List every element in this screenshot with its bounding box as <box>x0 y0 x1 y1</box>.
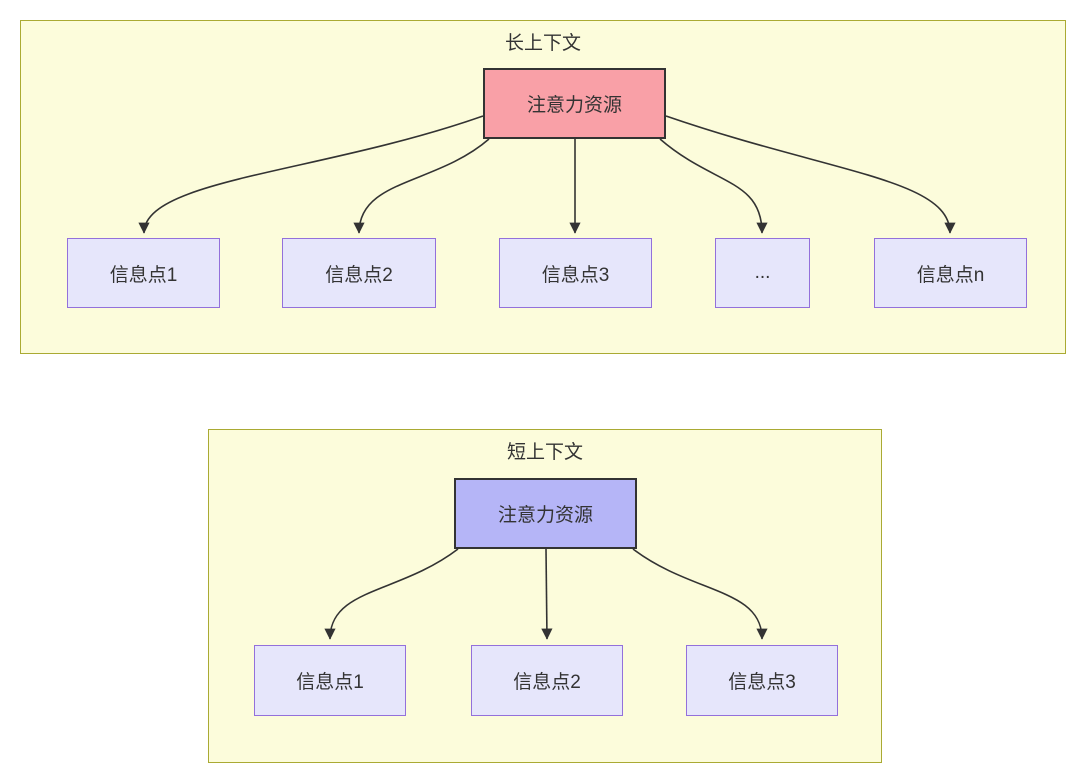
long-info-label-3: 信息点3 <box>541 264 610 286</box>
long-attention-label: 注意力资源 <box>526 95 622 116</box>
long-info-label-ellipsis: ... <box>754 262 771 283</box>
short-info-node-3: 信息点3 <box>686 645 838 716</box>
short-info-label-3: 信息点3 <box>728 672 796 693</box>
long-info-label-n: 信息点n <box>916 264 985 286</box>
long-info-node-2: 信息点2 <box>282 238 436 308</box>
arrow-attention-to-info2-long <box>353 138 490 234</box>
long-context-title: 长上下文 <box>504 33 581 54</box>
short-attention-node: 注意力资源 <box>454 478 637 549</box>
arrow-attention-to-infon-long <box>665 115 956 234</box>
short-info-node-1: 信息点1 <box>254 645 406 716</box>
arrow-attention-to-ellipsis-long <box>659 138 768 234</box>
arrow-attention-to-info3-short <box>632 548 768 640</box>
short-context-title: 短上下文 <box>506 442 583 463</box>
short-context-panel: 短上下文 注意力资源 信息点1 信息点2 信息点3 <box>208 429 882 763</box>
long-info-node-ellipsis: ... <box>715 238 810 308</box>
long-info-label-1: 信息点1 <box>109 264 178 286</box>
short-info-node-2: 信息点2 <box>471 645 623 716</box>
long-info-label-2: 信息点2 <box>325 264 393 286</box>
short-info-label-2: 信息点2 <box>513 672 581 693</box>
arrow-attention-to-info2-short <box>541 548 553 640</box>
long-context-panel: 长上下文 注意力资源 信息点1 信息点2 信息点3 ... 信息点n <box>20 20 1066 354</box>
long-info-node-n: 信息点n <box>874 238 1027 308</box>
long-info-node-3: 信息点3 <box>499 238 652 308</box>
short-attention-label: 注意力资源 <box>497 505 593 526</box>
long-info-node-1: 信息点1 <box>67 238 220 308</box>
long-attention-node: 注意力资源 <box>483 68 666 139</box>
arrow-attention-to-info1-short <box>324 548 459 640</box>
arrow-attention-to-info1-long <box>138 115 484 234</box>
short-info-label-1: 信息点1 <box>296 672 364 693</box>
